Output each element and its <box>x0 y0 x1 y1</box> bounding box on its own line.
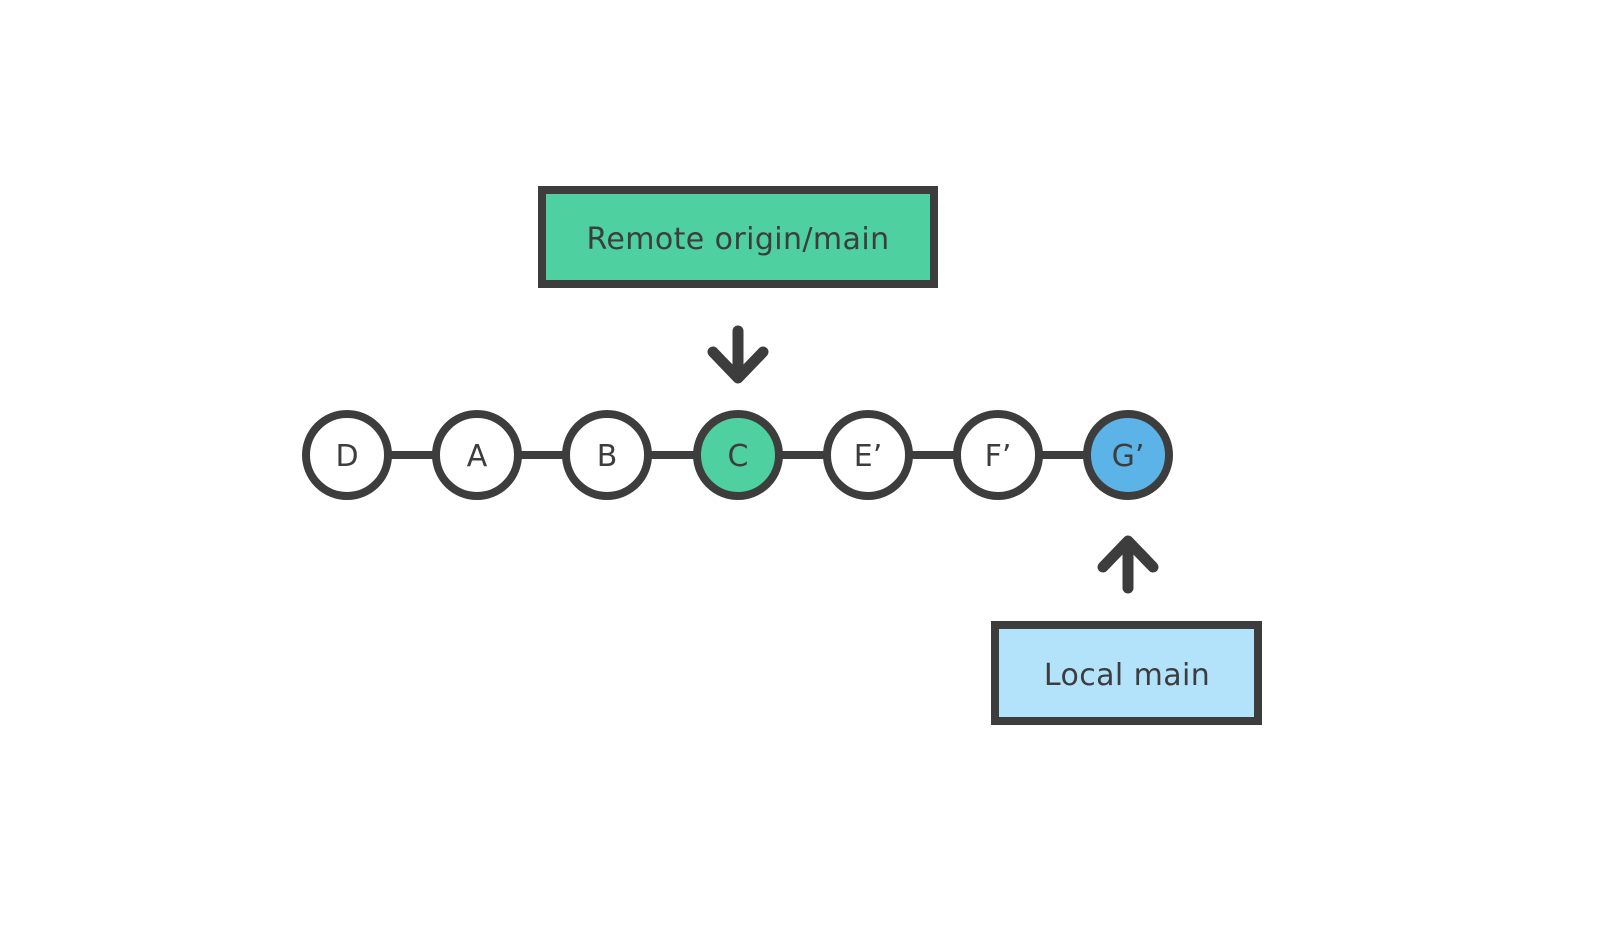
commit-node-B[interactable]: B <box>562 410 652 500</box>
commit-label: F’ <box>985 439 1012 474</box>
local-box-shape <box>991 621 1262 725</box>
commit-circle <box>1083 410 1173 500</box>
remote-box-label: Remote origin/main <box>587 222 890 257</box>
commit-circle <box>302 410 392 500</box>
commit-label: A <box>467 439 488 474</box>
remote-box-shape <box>538 186 938 288</box>
commit-node-G-prime[interactable]: G’ <box>1083 410 1173 500</box>
commit-circle <box>432 410 522 500</box>
commit-label: G’ <box>1112 439 1145 474</box>
commit-label: C <box>728 439 749 474</box>
commit-label: B <box>597 439 618 474</box>
arrow-down-head <box>707 346 769 384</box>
commit-circle <box>562 410 652 500</box>
local-pointer-arrow-up-icon <box>1097 535 1159 594</box>
commit-circle <box>953 410 1043 500</box>
commit-circle <box>693 410 783 500</box>
remote-pointer-arrow-down-icon <box>707 325 769 384</box>
commit-circle <box>823 410 913 500</box>
commit-label: E’ <box>854 439 883 474</box>
arrow-up-head <box>1097 535 1159 573</box>
remote-origin-main-box[interactable]: Remote origin/main <box>538 186 938 288</box>
commit-node-D[interactable]: D <box>302 410 392 500</box>
commit-node-E-prime[interactable]: E’ <box>823 410 913 500</box>
commit-node-A[interactable]: A <box>432 410 522 500</box>
commit-node-F-prime[interactable]: F’ <box>953 410 1043 500</box>
commit-label: D <box>335 439 358 474</box>
commit-node-C[interactable]: C <box>693 410 783 500</box>
local-main-box[interactable]: Local main <box>991 621 1262 725</box>
local-box-label: Local main <box>1044 658 1210 693</box>
